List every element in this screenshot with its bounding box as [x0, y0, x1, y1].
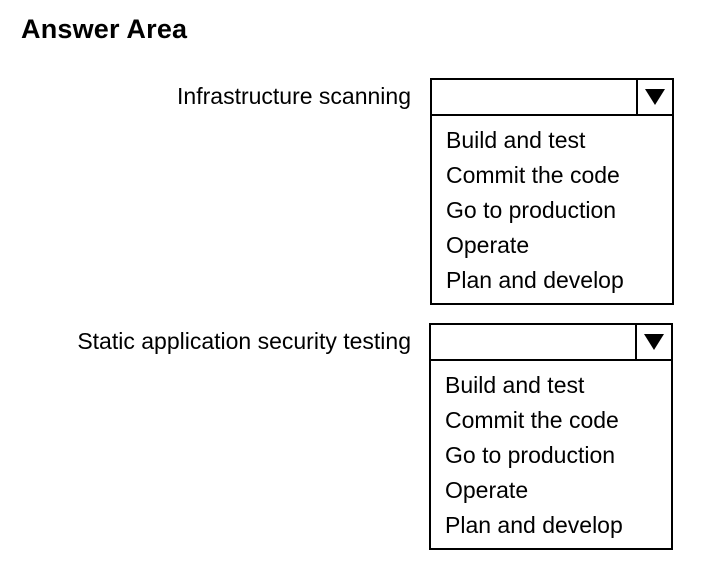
dropdown-option[interactable]: Commit the code	[446, 162, 620, 188]
dropdown-toggle[interactable]	[636, 80, 672, 114]
dropdown-option[interactable]: Commit the code	[445, 407, 619, 433]
dropdown-option[interactable]: Plan and develop	[445, 512, 623, 538]
dropdown-toggle[interactable]	[635, 325, 671, 359]
dropdown-selected-value[interactable]	[431, 325, 671, 361]
dropdown-option[interactable]: Build and test	[445, 372, 585, 398]
dropdown-option[interactable]: Go to production	[446, 197, 617, 223]
dropdown-selected-value[interactable]	[432, 80, 672, 116]
triangle-down-icon	[644, 334, 664, 350]
dropdown-options-list: Build and test Commit the code Go to pro…	[431, 361, 671, 548]
dropdown-infrastructure-scanning[interactable]: Build and test Commit the code Go to pro…	[430, 78, 674, 305]
dropdown-option[interactable]: Operate	[445, 477, 529, 503]
dropdown-static-application-security-testing[interactable]: Build and test Commit the code Go to pro…	[429, 323, 673, 550]
question-label-static-application-security-testing: Static application security testing	[77, 328, 411, 354]
dropdown-option[interactable]: Build and test	[446, 127, 586, 153]
dropdown-option[interactable]: Plan and develop	[446, 267, 624, 293]
question-label-infrastructure-scanning: Infrastructure scanning	[177, 83, 411, 109]
dropdown-options-list: Build and test Commit the code Go to pro…	[432, 116, 672, 303]
answer-area-title: Answer Area	[21, 14, 188, 44]
triangle-down-icon	[645, 89, 665, 105]
dropdown-option[interactable]: Go to production	[445, 442, 616, 468]
dropdown-option[interactable]: Operate	[446, 232, 530, 258]
